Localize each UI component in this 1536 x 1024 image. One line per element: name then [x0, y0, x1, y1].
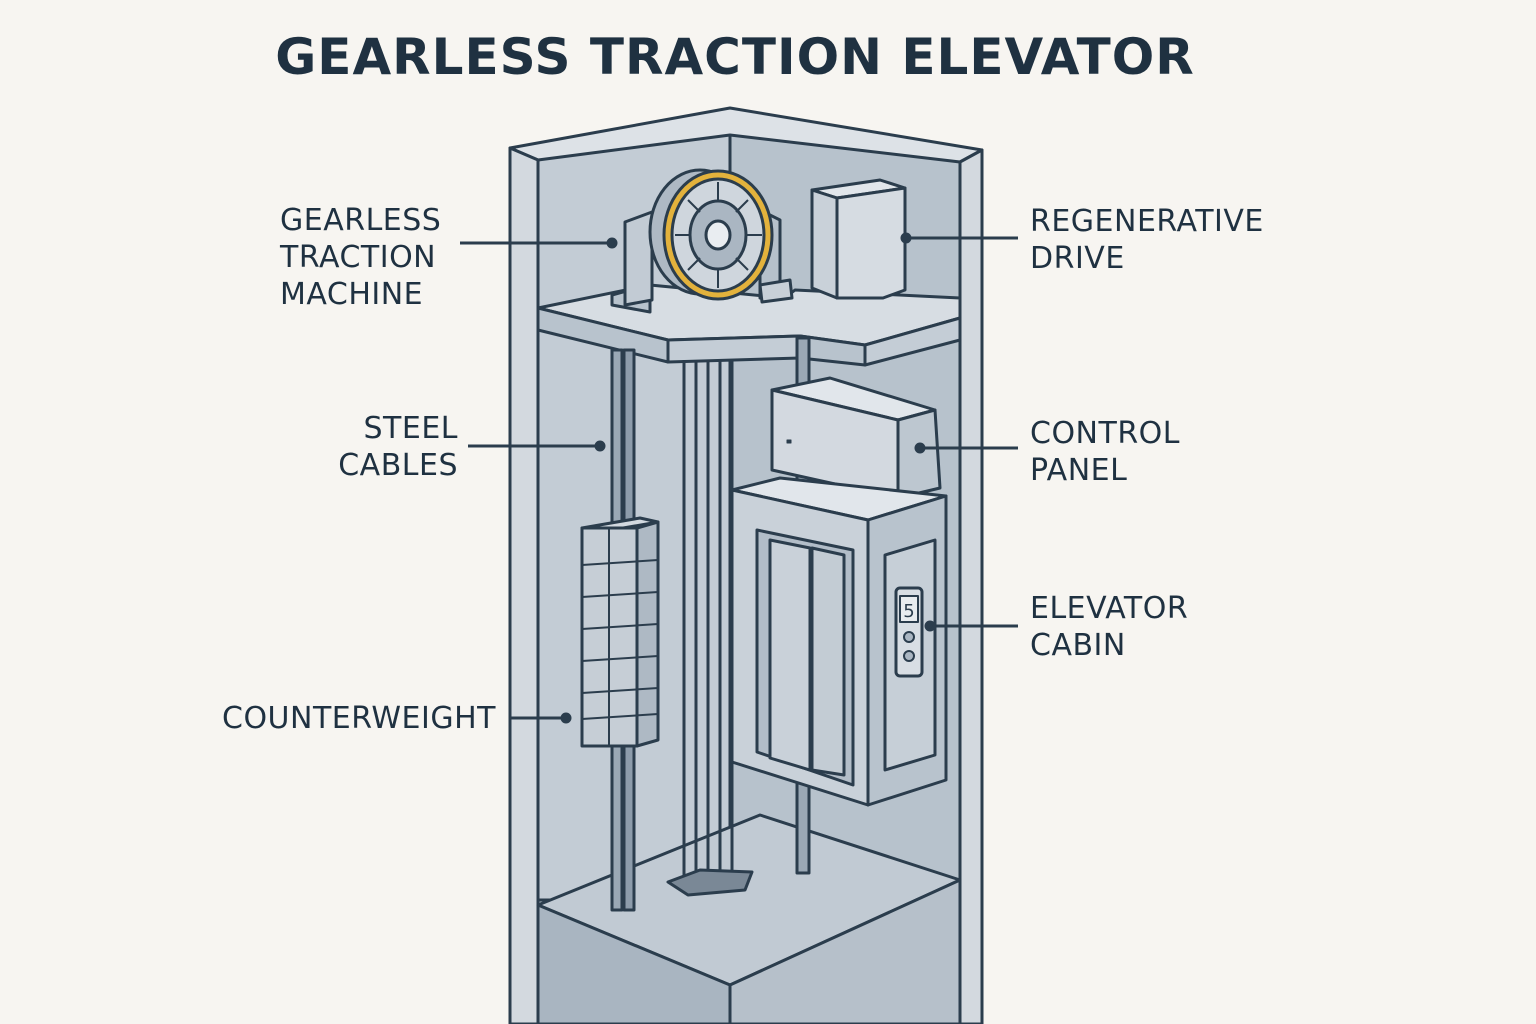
call-button-up — [903, 631, 915, 643]
label-line: COUNTERWEIGHT — [222, 701, 496, 736]
label-steel-cables: STEEL CABLES — [300, 410, 458, 484]
machine-platform-front-2 — [666, 334, 802, 364]
label-line: TRACTION — [280, 240, 437, 275]
label-control-panel: CONTROL PANEL — [1030, 415, 1180, 489]
counterweight — [580, 516, 660, 748]
floor-display — [899, 595, 919, 623]
shaft-left-wall — [508, 146, 540, 1024]
label-line: CABLES — [338, 448, 458, 483]
shaft-right-wall — [958, 148, 984, 1024]
control-panel — [770, 376, 942, 500]
label-elevator-cabin: ELEVATOR CABIN — [1030, 590, 1188, 664]
label-line: MACHINE — [280, 277, 424, 312]
label-line: GEARLESS — [280, 203, 442, 238]
label-line: PANEL — [1030, 453, 1128, 488]
cabin-door-left — [768, 538, 812, 772]
label-line: CONTROL — [1030, 416, 1180, 451]
label-line: STEEL — [363, 411, 458, 446]
label-line: REGENERATIVE — [1030, 204, 1264, 239]
cable-pit — [666, 868, 754, 897]
call-button-down — [903, 650, 915, 662]
floor-front-right — [728, 878, 962, 1024]
floor-front-left — [536, 903, 732, 1024]
label-line: CABIN — [1030, 628, 1126, 663]
machine-platform-front-4 — [863, 316, 962, 367]
regenerative-drive — [810, 178, 907, 300]
label-gearless-traction-machine: GEARLESS TRACTION MACHINE — [280, 202, 441, 313]
cabin-door-right — [810, 546, 846, 777]
label-line: ELEVATOR — [1030, 591, 1189, 626]
label-regenerative-drive: REGENERATIVE DRIVE — [1030, 203, 1264, 277]
gearless-traction-machine — [610, 168, 794, 314]
elevator-cabin — [730, 476, 948, 807]
label-counterweight: COUNTERWEIGHT — [222, 700, 496, 737]
diagram-title: GEARLESS TRACTION ELEVATOR — [275, 28, 1195, 86]
floor-number: 5 — [903, 601, 914, 622]
label-line: DRIVE — [1030, 241, 1125, 276]
